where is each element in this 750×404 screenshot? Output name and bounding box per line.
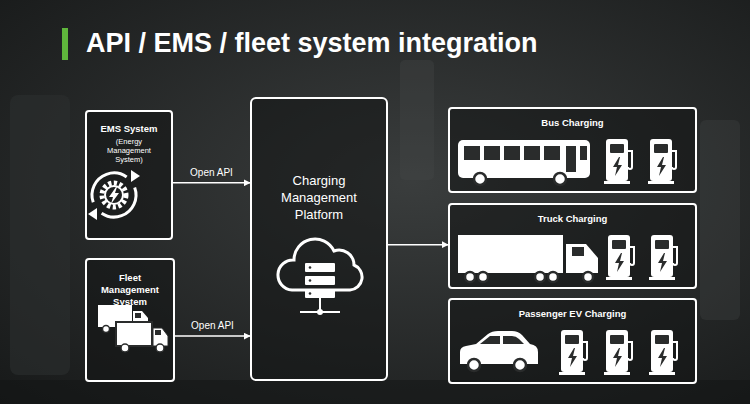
charging-box: Bus Charging <box>448 107 697 193</box>
arrow-connector <box>173 182 250 184</box>
fleet-trucks-icon <box>98 305 168 352</box>
node-heading: Charging Management Platform <box>264 172 374 223</box>
charging-box: Truck Charging <box>448 203 697 289</box>
edge-label: Open API <box>190 167 233 178</box>
fleet-system-box: Fleet Management System <box>85 258 175 382</box>
background-charger-shadow <box>400 60 434 180</box>
charger-icon <box>559 330 587 375</box>
arrow-connector <box>388 244 448 246</box>
truck-illustration <box>458 235 598 282</box>
edge-label: Open API <box>191 320 234 331</box>
node-heading: Passenger EV Charging <box>454 308 691 320</box>
car-illustration <box>460 331 538 371</box>
charger-icon <box>606 235 634 280</box>
charging-box: Passenger EV Charging <box>448 298 697 384</box>
node-heading: Truck Charging <box>454 213 691 225</box>
arrow-connector <box>175 335 250 337</box>
node-heading: Bus Charging <box>454 117 691 129</box>
background-charger-shadow <box>700 120 740 320</box>
bus-illustration <box>458 140 590 185</box>
node-heading: Fleet Management System <box>91 272 169 308</box>
charger-icon <box>604 139 632 184</box>
charger-icon <box>649 330 677 375</box>
node-heading: EMS System <box>89 123 169 135</box>
platform-box: Charging Management Platform <box>250 97 388 381</box>
diagram-title: API / EMS / fleet system integration <box>86 26 538 60</box>
charger-icon <box>648 139 676 184</box>
background-bus-shadow <box>10 95 70 375</box>
ems-system-box: EMS System (Energy Management System) <box>85 110 173 240</box>
title-accent-bar <box>62 28 68 60</box>
node-subtitle: (Energy Management System) <box>93 137 165 164</box>
charger-icon <box>604 330 632 375</box>
charger-icon <box>649 235 677 280</box>
ems-gear-icon <box>86 167 142 223</box>
cloud-server-icon <box>278 239 362 315</box>
